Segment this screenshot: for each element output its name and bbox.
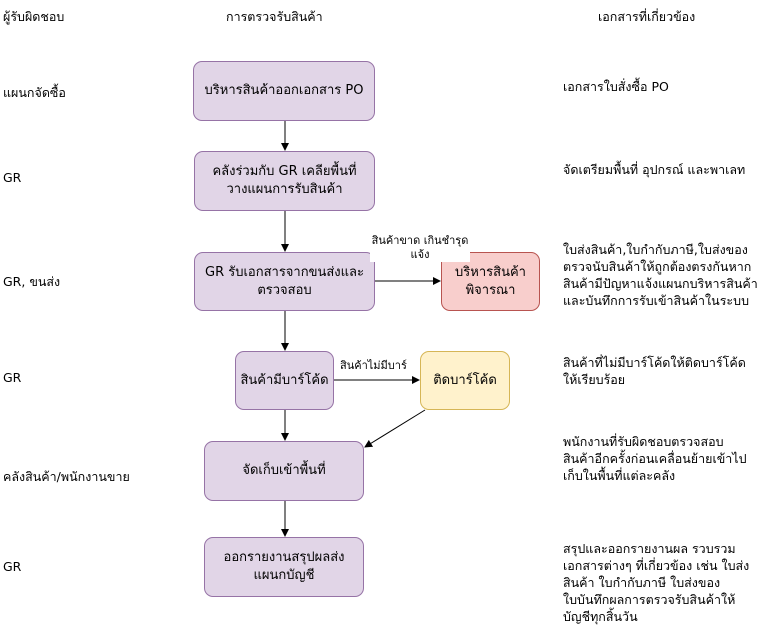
node-prepare-area: คลังร่วมกับ GR เคลียพื้นที่ วางแผนการรับ… xyxy=(194,151,375,211)
responsible-label: GR xyxy=(3,170,22,185)
node-management-review: บริหารสินค้า พิจารณา xyxy=(441,252,540,311)
document-note: พนักงานที่รับผิดชอบตรวจสอบ สินค้าอีกครั้… xyxy=(563,434,747,483)
node-apply-barcode: ติดบาร์โค้ด xyxy=(420,351,510,410)
document-note: จัดเตรียมพื้นที่ อุปกรณ์ และพาเลท xyxy=(563,162,746,177)
responsible-label: แผนกจัดซื้อ xyxy=(3,85,66,100)
edge-label-shortage: สินค้าขาด เกินชำรุด แจ้ง xyxy=(370,234,470,262)
responsible-label: GR, ขนส่ง xyxy=(3,274,61,289)
responsible-label: คลังสินค้า/พนักงานขาย xyxy=(3,469,130,484)
document-note: สรุปและออกรายงานผล รวบรวม เอกสารต่างๆ ที… xyxy=(563,541,750,624)
responsible-label: GR xyxy=(3,559,22,574)
arrow-apply-store xyxy=(364,409,426,448)
node-has-barcode: สินค้ามีบาร์โค้ด xyxy=(235,351,334,410)
responsible-label: GR xyxy=(3,370,22,385)
header-responsible: ผู้รับผิดชอบ xyxy=(3,9,65,24)
document-note: สินค้าที่ไม่มีบาร์โค้ดให้ติดบาร์โค้ด ให้… xyxy=(563,355,746,387)
document-note: ใบส่งสินค้า,ใบกำกับภาษี,ใบส่งของ ตรวจนับ… xyxy=(563,242,758,308)
node-store-area: จัดเก็บเข้าพื้นที่ xyxy=(204,441,364,501)
header-process: การตรวจรับสินค้า xyxy=(226,9,323,24)
header-documents: เอกสารที่เกี่ยวข้อง xyxy=(598,9,696,24)
document-note: เอกสารใบสั่งซื้อ PO xyxy=(563,79,669,94)
node-report-accounting: ออกรายงานสรุปผลส่ง แผนกบัญชี xyxy=(204,537,364,597)
node-issue-po: บริหารสินค้าออกเอกสาร PO xyxy=(193,61,375,121)
node-receive-documents: GR รับเอกสารจากขนส่งและ ตรวจสอบ xyxy=(194,252,375,311)
edge-label-no-barcode: สินค้าไม่มีบาร์ xyxy=(340,359,407,373)
